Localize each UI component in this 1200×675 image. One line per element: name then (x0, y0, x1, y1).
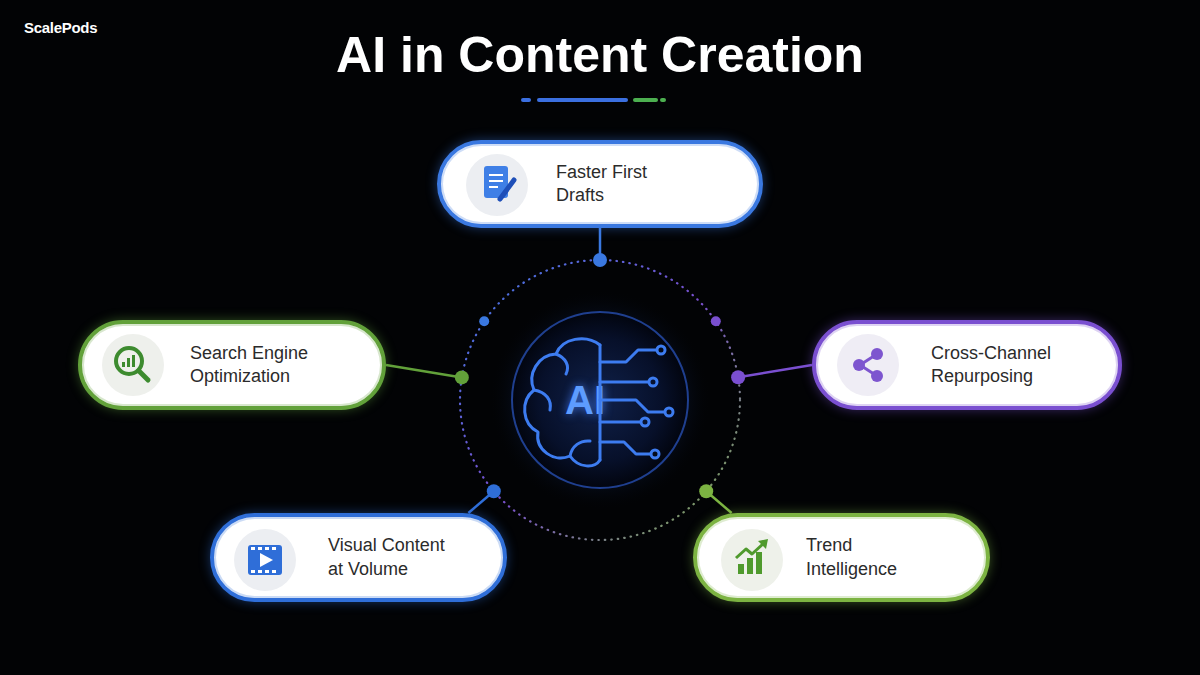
feature-box: Visual Content at Volume (210, 513, 507, 602)
connector-dot (699, 484, 713, 498)
feature-box: Trend Intelligence (693, 513, 990, 602)
brand-logo: ScalePods (24, 19, 97, 36)
connector-dot (455, 370, 469, 384)
ring-dot (479, 316, 489, 326)
hub-label: AI (565, 378, 635, 423)
connector-dot (593, 253, 607, 267)
connector-line (386, 365, 462, 377)
dotted-ring (460, 260, 740, 540)
document-icon (466, 154, 528, 216)
title-underline (523, 98, 664, 102)
ring-dot (711, 316, 721, 326)
hub-halo (488, 288, 712, 512)
trend-chart-icon (721, 529, 783, 591)
brain-circuit-icon (525, 339, 673, 466)
hub-core (512, 312, 688, 488)
box-label: Cross-Channel Repurposing (931, 342, 1081, 389)
connector-dot (731, 370, 745, 384)
seo-magnifier-icon (102, 334, 164, 396)
feature-box: Search Engine Optimization (78, 320, 386, 410)
box-label: Faster First Drafts (556, 161, 676, 208)
video-icon (234, 529, 296, 591)
feature-box: Cross-Channel Repurposing (812, 320, 1122, 410)
feature-box: Faster First Drafts (437, 140, 763, 228)
ai-hub-circle: AI (458, 258, 742, 542)
box-label: Search Engine Optimization (190, 342, 340, 389)
box-label: Visual Content at Volume (328, 534, 458, 581)
connector-line (738, 365, 812, 377)
connector-dot (487, 484, 501, 498)
box-label: Trend Intelligence (806, 534, 916, 581)
diagram-title: AI in Content Creation (0, 30, 1200, 80)
share-icon (837, 334, 899, 396)
